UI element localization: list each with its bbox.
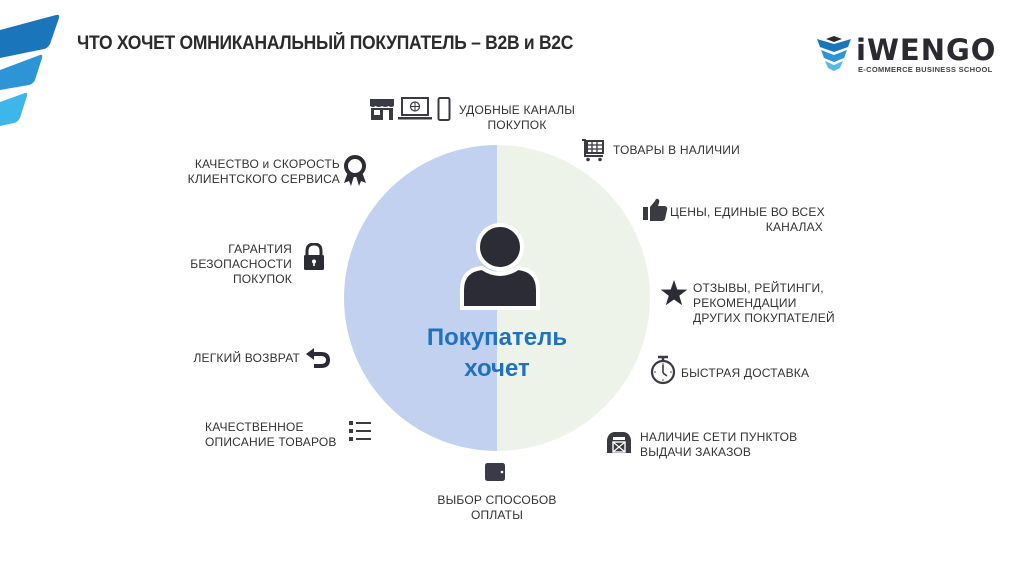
award-ribbon-icon <box>344 155 366 186</box>
lock-icon <box>304 243 324 270</box>
user-icon <box>460 223 540 310</box>
item-pickup-points: НАЛИЧИЕ СЕТИ ПУНКТОВ ВЫДАЧИ ЗАКАЗОВ <box>640 430 798 459</box>
slide-title: ЧТО ХОЧЕТ ОМНИКАНАЛЬНЫЙ ПОКУПАТЕЛЬ – B2B… <box>77 33 574 54</box>
corner-stripes-decoration <box>0 14 60 126</box>
item-purchase-security: ГАРАНТИЯ БЕЗОПАСНОСТИ ПОКУПОК <box>190 242 292 286</box>
item-customer-service: КАЧЕСТВО и СКОРОСТЬ КЛИЕНТСКОГО СЕРВИСА <box>187 157 340 186</box>
laptop-icon <box>398 97 432 120</box>
return-arrow-icon <box>306 348 330 368</box>
item-reviews-ratings: ОТЗЫВЫ, РЕЙТИНГИ, РЕКОМЕНДАЦИИ ДРУГИХ ПО… <box>693 281 835 325</box>
item-payment-methods: ВЫБОР СПОСОБОВ ОПЛАТЫ <box>437 493 557 522</box>
item-unified-prices: ЦЕНЫ, ЕДИНЫЕ ВО ВСЕХ КАНАЛАХ <box>670 205 825 234</box>
store-icon <box>370 99 394 120</box>
wallet-icon <box>485 463 505 481</box>
logo-name: iWENGO <box>856 33 997 67</box>
logo-subtitle: E-COMMERCE BUSINESS SCHOOL <box>858 65 993 74</box>
item-goods-in-stock: ТОВАРЫ В НАЛИЧИИ <box>613 143 740 157</box>
thumbs-up-icon <box>643 198 668 221</box>
item-convenient-channels: УДОБНЫЕ КАНАЛЫ ПОКУПОК <box>458 103 576 132</box>
item-fast-delivery: БЫСТРАЯ ДОСТАВКА <box>681 366 810 380</box>
phone-icon <box>437 97 451 121</box>
logo-emblem-icon <box>817 36 851 71</box>
cart-icon <box>582 139 604 162</box>
center-label-line1: Покупатель <box>426 324 568 351</box>
item-product-description: КАЧЕСТВЕННОЕ ОПИСАНИЕ ТОВАРОВ <box>205 420 337 449</box>
item-easy-return: ЛЕГКИЙ ВОЗВРАТ <box>193 351 300 365</box>
center-label: Покупатель хочет <box>397 322 597 384</box>
star-icon <box>660 280 688 306</box>
center-label-line2: хочет <box>464 355 530 382</box>
list-icon <box>349 421 371 441</box>
stopwatch-icon <box>650 355 676 385</box>
warehouse-icon <box>607 432 631 453</box>
